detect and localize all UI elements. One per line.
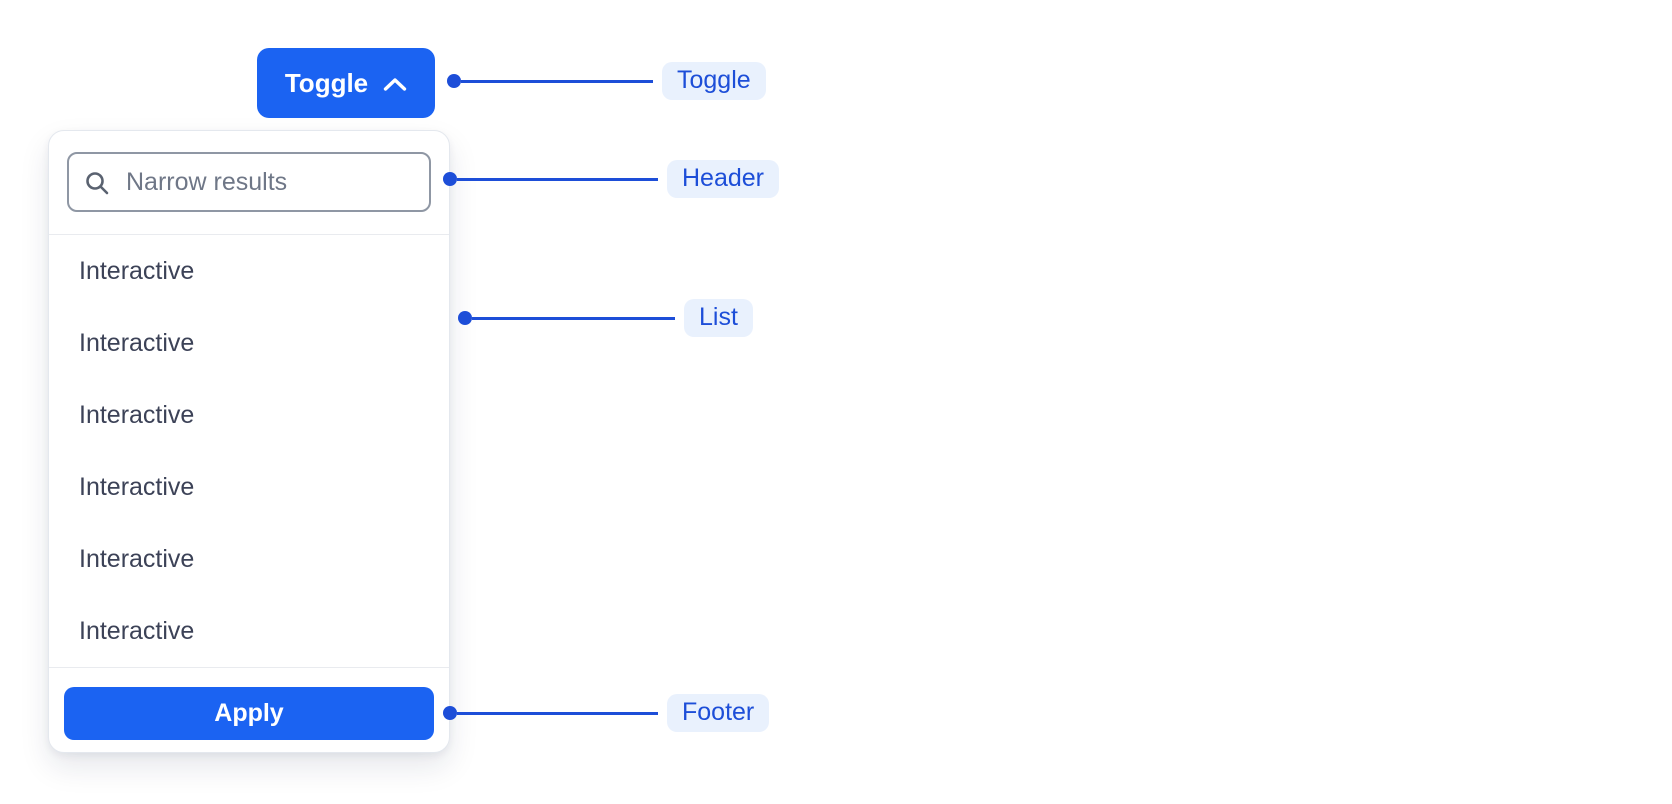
toggle-button[interactable]: Toggle	[257, 48, 435, 118]
list-item[interactable]: Interactive	[79, 472, 195, 501]
chevron-up-icon	[383, 77, 407, 92]
annotation-label-footer: Footer	[667, 693, 770, 733]
search-field	[67, 152, 431, 212]
connector-line	[472, 316, 675, 320]
connector-dot	[443, 706, 457, 720]
annotation-label-toggle: Toggle	[662, 61, 766, 101]
dropdown-header	[49, 131, 449, 234]
list-item[interactable]: Interactive	[79, 400, 195, 429]
connector-line	[457, 177, 658, 181]
connector-line	[461, 79, 653, 83]
annotation-footer: Footer	[443, 693, 770, 733]
list-item[interactable]: Interactive	[79, 328, 195, 357]
connector-dot	[443, 172, 457, 186]
annotation-toggle: Toggle	[447, 61, 766, 101]
dropdown-footer: Apply	[49, 668, 449, 752]
connector-line	[457, 711, 658, 715]
connector-dot	[458, 311, 472, 325]
connector-dot	[447, 74, 461, 88]
apply-button[interactable]: Apply	[64, 687, 434, 740]
header-divider	[49, 234, 449, 235]
list-item[interactable]: Interactive	[79, 256, 195, 285]
dropdown-list: Interactive Interactive Interactive Inte…	[49, 235, 449, 667]
annotation-header: Header	[443, 159, 779, 199]
annotation-label-header: Header	[667, 159, 779, 199]
annotation-list: List	[458, 298, 753, 338]
footer-divider	[49, 667, 449, 668]
annotation-label-list: List	[684, 298, 753, 338]
dropdown-panel: Interactive Interactive Interactive Inte…	[48, 130, 450, 753]
list-item[interactable]: Interactive	[79, 544, 195, 573]
search-input[interactable]	[67, 152, 431, 212]
list-item[interactable]: Interactive	[79, 616, 195, 645]
toggle-button-label: Toggle	[284, 67, 369, 98]
